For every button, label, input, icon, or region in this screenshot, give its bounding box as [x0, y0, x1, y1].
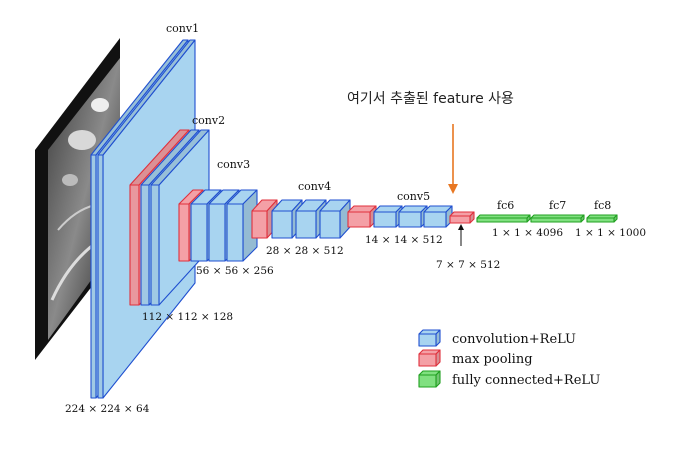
network-blocks	[90, 39, 618, 399]
label-fc7: fc7	[549, 199, 566, 212]
legend-label-fc: fully connected+ReLU	[452, 373, 600, 388]
fc8-layer	[586, 214, 618, 223]
conv5-layer-a	[373, 205, 403, 228]
label-conv3: conv3	[217, 158, 250, 171]
conv5-layer-b	[398, 205, 428, 228]
dim-28: 28 × 28 × 512	[266, 245, 344, 257]
legend-label-conv: convolution+ReLU	[452, 332, 576, 347]
legend: convolution+ReLU max pooling fully conne…	[418, 329, 600, 388]
fc7-layer	[530, 214, 585, 223]
conv4-layer-c	[319, 199, 351, 239]
dim-4096: 1 × 1 × 4096	[492, 227, 563, 239]
legend-swatch-pool	[418, 349, 441, 367]
conv3-layer-c	[226, 189, 258, 262]
pool4-layer	[347, 205, 377, 228]
dim-7: 7 × 7 × 512	[436, 259, 500, 271]
feature-annotation: 여기서 추출된 feature 사용	[347, 91, 514, 107]
label-conv1: conv1	[166, 22, 199, 35]
legend-label-pool: max pooling	[452, 352, 533, 367]
dim-112: 112 × 112 × 128	[142, 311, 233, 323]
annotation-arrow	[448, 124, 458, 194]
dim-56: 56 × 56 × 256	[196, 265, 274, 277]
label-fc6: fc6	[497, 199, 514, 212]
input-image	[35, 38, 120, 360]
dim-224: 224 × 224 × 64	[65, 403, 150, 415]
pool5-layer	[449, 211, 475, 224]
dim-1000: 1 × 1 × 1000	[575, 227, 646, 239]
label-conv4: conv4	[298, 180, 331, 193]
conv5-layer-c	[423, 205, 453, 228]
label-conv5: conv5	[397, 190, 430, 203]
legend-swatch-fc	[418, 370, 441, 388]
label-fc8: fc8	[594, 199, 611, 212]
fc6-layer	[476, 214, 531, 223]
dim-14: 14 × 14 × 512	[365, 234, 443, 246]
pool-pointer-arrow	[458, 224, 464, 246]
legend-swatch-conv	[418, 329, 441, 347]
label-conv2: conv2	[192, 114, 225, 127]
